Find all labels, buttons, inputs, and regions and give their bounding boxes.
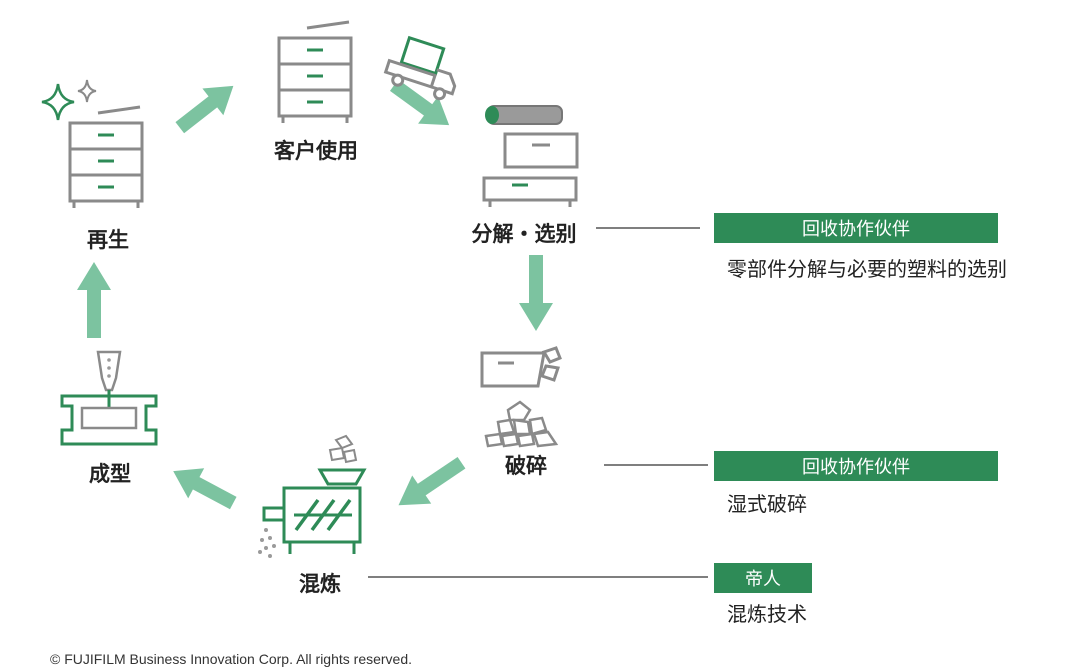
stage-crushing-label: 破碎 [505, 454, 547, 478]
sparkle-icon [77, 79, 97, 103]
stage-regeneration-label: 再生 [87, 228, 129, 252]
stage-customer-use-label: 客户使用 [274, 139, 358, 163]
copier-icon [68, 105, 144, 208]
kneading-machine-icon [258, 434, 367, 558]
partner-badge-crushing: 回收协作伙伴 [714, 451, 998, 481]
leader-lines [368, 227, 708, 578]
stage-disassembly-label: 分解・选别 [472, 222, 577, 246]
arrow-disassembly-to-crushing [519, 255, 553, 331]
rubble-icon [484, 400, 559, 448]
copier-icon [277, 20, 353, 123]
crushed-part-icon [480, 346, 562, 388]
arrow-kneading-to-molding [173, 468, 237, 510]
stage-kneading-label: 混炼 [299, 572, 341, 596]
toner-cartridge-icon [485, 105, 563, 125]
arrow-use-to-disassembly [389, 79, 450, 126]
partner-badge-disassembly: 回收协作伙伴 [714, 213, 998, 243]
partner-badge-label: 回收协作伙伴 [802, 219, 910, 240]
partner-badge-label: 回收协作伙伴 [802, 457, 910, 478]
partner-badge-label: 帝人 [745, 569, 781, 590]
partner-note-kneading: 混炼技术 [727, 602, 807, 626]
partner-note-disassembly: 零部件分解与必要的塑料的选别 [727, 257, 1007, 281]
copier-part-icon [482, 132, 579, 207]
arrow-regeneration-to-use [175, 85, 234, 134]
arrow-molding-to-regeneration [77, 262, 111, 338]
cycle-arrows [77, 79, 553, 510]
partner-badge-kneading: 帝人 [714, 563, 812, 593]
mold-icon [60, 350, 158, 446]
sparkle-icon [41, 83, 75, 121]
partner-note-crushing: 湿式破碎 [727, 492, 807, 516]
copyright-notice: © FUJIFILM Business Innovation Corp. All… [50, 651, 412, 667]
arrow-crushing-to-kneading [398, 456, 466, 506]
stage-molding-label: 成型 [89, 462, 131, 486]
truck-icon [383, 35, 457, 101]
